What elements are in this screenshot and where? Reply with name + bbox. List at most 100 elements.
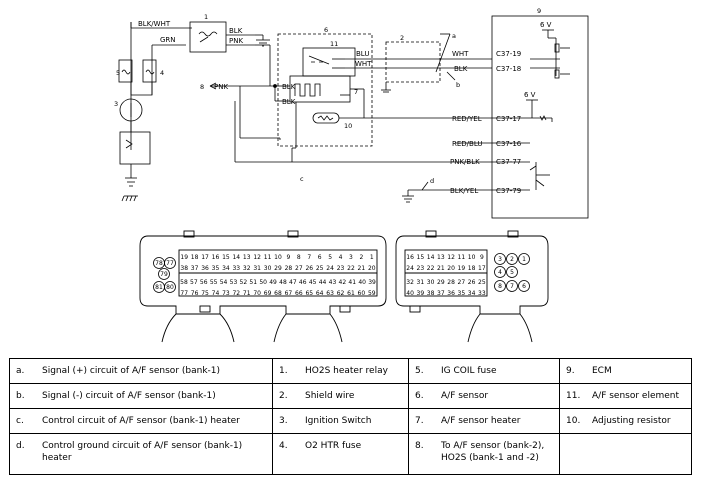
right-pin-label: 28 bbox=[447, 279, 455, 286]
legend-key: a. bbox=[16, 366, 25, 376]
legend-cell: 2.Shield wire bbox=[272, 383, 409, 409]
shield-wire-box bbox=[385, 41, 441, 83]
left-pin-label: 27 bbox=[295, 265, 303, 272]
legend-value: IG COIL fuse bbox=[441, 366, 497, 376]
callout-d: d bbox=[430, 177, 434, 185]
left-pin-label: 29 bbox=[274, 265, 282, 272]
left-pin-label: 19 bbox=[180, 254, 188, 261]
right-pin-label: 20 bbox=[447, 265, 455, 272]
left-pin-label: 43 bbox=[329, 279, 337, 286]
label-blk-1: BLK bbox=[282, 83, 296, 91]
legend-key: 6. bbox=[415, 391, 424, 401]
left-pin-label: 28 bbox=[285, 265, 293, 272]
left-pin-label: 18 bbox=[191, 254, 199, 261]
fuse-4 bbox=[142, 59, 157, 83]
label-red-blu: RED/BLU bbox=[452, 140, 483, 148]
callout-7: 7 bbox=[354, 88, 358, 96]
legend-key: 5. bbox=[415, 366, 424, 376]
callout-9: 9 bbox=[537, 7, 541, 15]
left-pin-label: 77 bbox=[180, 290, 188, 297]
legend-cell: 8.To A/F sensor (bank-2), HO2S (bank-1 a… bbox=[408, 433, 560, 475]
label-blk-ecm: BLK bbox=[454, 65, 468, 73]
label-c37-79: C37-79 bbox=[496, 187, 521, 195]
left-pin-label: 62 bbox=[337, 290, 345, 297]
legend-row: a. Signal (+) circuit of A/F sensor (bank… bbox=[9, 358, 692, 384]
right-pin-label: 29 bbox=[437, 279, 445, 286]
right-pin-label: 33 bbox=[478, 290, 486, 297]
left-pin-label: 39 bbox=[368, 279, 376, 286]
right-pin-label: 19 bbox=[458, 265, 466, 272]
right-pin-label: 40 bbox=[406, 290, 414, 297]
left-pin-label: 25 bbox=[316, 265, 324, 272]
right-pin-label: 37 bbox=[437, 290, 445, 297]
left-pin-label: 14 bbox=[232, 254, 240, 261]
label-grn: GRN bbox=[160, 36, 176, 44]
right-pin-label: 11 bbox=[458, 254, 466, 261]
right-pin-label: 23 bbox=[417, 265, 425, 272]
callout-b: b bbox=[456, 81, 460, 89]
pin-circle bbox=[506, 280, 518, 292]
left-pin-label: 72 bbox=[232, 290, 240, 297]
legend-key: 3. bbox=[279, 416, 288, 426]
left-pin-label: 74 bbox=[212, 290, 220, 297]
left-pin-label: 48 bbox=[279, 279, 287, 286]
left-circle-pin-label: 81 bbox=[155, 284, 163, 291]
legend-value: A/F sensor heater bbox=[441, 416, 521, 426]
right-pin-label: 17 bbox=[478, 265, 486, 272]
legend-key: d. bbox=[16, 441, 25, 451]
label-blk-yel: BLK/YEL bbox=[450, 187, 478, 195]
left-pin-label: 50 bbox=[259, 279, 267, 286]
right-circle-pin-label: 7 bbox=[510, 283, 514, 290]
left-pin-label: 75 bbox=[201, 290, 209, 297]
legend-cell: a. Signal (+) circuit of A/F sensor (bank… bbox=[9, 358, 273, 384]
left-pin-label: 8 bbox=[297, 254, 301, 261]
legend-value: HO2S heater relay bbox=[305, 366, 388, 376]
callout-10: 10 bbox=[344, 122, 352, 130]
label-blu: BLU bbox=[356, 50, 369, 58]
left-pin-label: 49 bbox=[269, 279, 277, 286]
label-blk-wht: BLK/WHT bbox=[138, 20, 171, 28]
right-pin-label: 32 bbox=[406, 279, 414, 286]
left-pin-label: 6 bbox=[318, 254, 322, 261]
legend-value: Signal (+) circuit of A/F sensor (bank-1… bbox=[42, 366, 221, 376]
af-sensor-box bbox=[277, 33, 373, 147]
pin-circle bbox=[494, 266, 506, 278]
battery-fuse-box bbox=[119, 131, 151, 165]
left-pin-label: 20 bbox=[368, 265, 376, 272]
right-pin-label: 36 bbox=[447, 290, 455, 297]
left-pin-label: 59 bbox=[368, 290, 376, 297]
right-pin-label: 15 bbox=[417, 254, 425, 261]
right-pin-label: 35 bbox=[458, 290, 466, 297]
left-pin-label: 63 bbox=[326, 290, 334, 297]
pin-circle bbox=[494, 253, 506, 265]
left-pin-label: 41 bbox=[348, 279, 356, 286]
left-pin-label: 76 bbox=[191, 290, 199, 297]
left-pin-label: 35 bbox=[212, 265, 220, 272]
legend-value: O2 HTR fuse bbox=[305, 441, 362, 451]
label-wht-sensor: WHT bbox=[355, 60, 372, 68]
legend-cell: c.Control circuit of A/F sensor (bank-1)… bbox=[9, 408, 273, 434]
left-pin-label: 3 bbox=[349, 254, 353, 261]
callout-c: c bbox=[300, 175, 304, 183]
left-pin-label: 33 bbox=[232, 265, 240, 272]
pin-circle bbox=[506, 253, 518, 265]
label-c37-16: C37-16 bbox=[496, 140, 522, 148]
callout-11: 11 bbox=[330, 40, 338, 48]
left-pin-label: 12 bbox=[253, 254, 261, 261]
right-circle-pin-label: 6 bbox=[522, 283, 526, 290]
left-pin-label: 70 bbox=[253, 290, 261, 297]
legend-cell: 1.HO2S heater relay bbox=[272, 358, 409, 384]
callout-1: 1 bbox=[204, 13, 208, 21]
right-circle-pin-label: 5 bbox=[510, 269, 514, 276]
callout-4: 4 bbox=[160, 69, 164, 77]
pin-circle bbox=[494, 280, 506, 292]
legend-cell: 4.O2 HTR fuse bbox=[272, 433, 409, 475]
label-pnk-left: PNK bbox=[214, 83, 228, 91]
ho2s-heater-relay bbox=[189, 21, 227, 53]
legend-value: Control circuit of A/F sensor (bank-1) h… bbox=[42, 416, 240, 426]
legend-value: Ignition Switch bbox=[305, 416, 372, 426]
left-pin-label: 56 bbox=[200, 279, 208, 286]
right-pin-label: 34 bbox=[468, 290, 476, 297]
left-pin-label: 1 bbox=[370, 254, 374, 261]
